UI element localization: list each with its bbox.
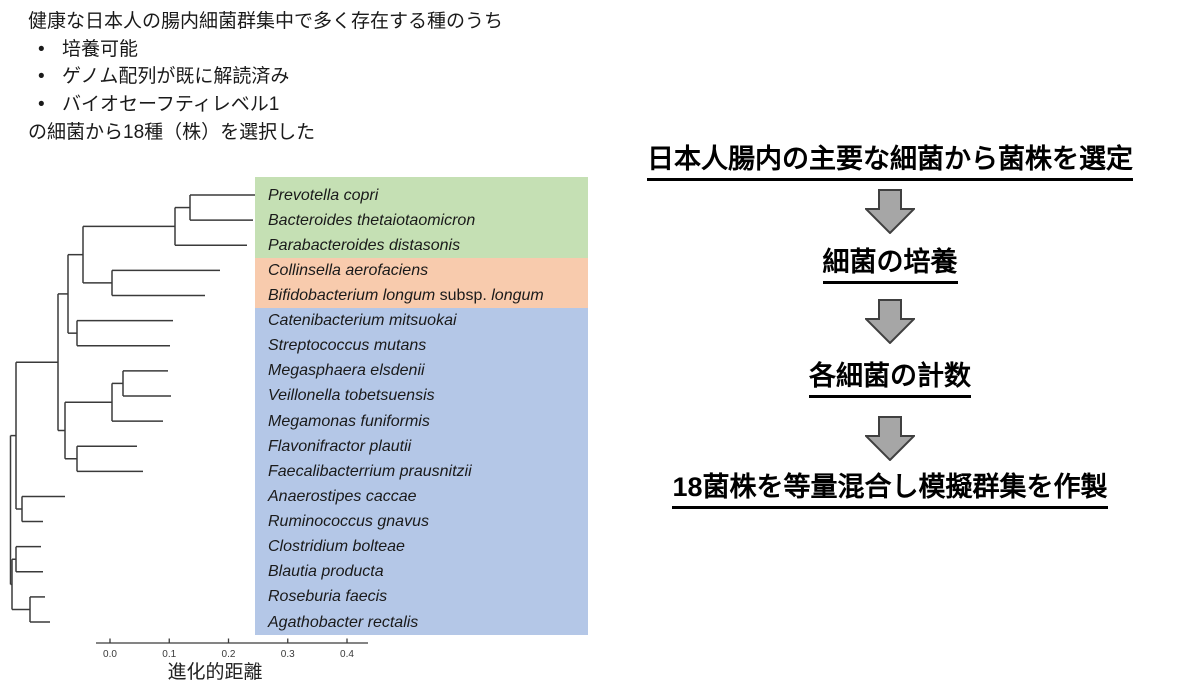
down-arrow-icon	[865, 416, 915, 461]
species-label: Parabacteroides distasonis	[268, 236, 461, 254]
species-label: Streptococcus mutans	[268, 337, 427, 355]
flow-step-4: 18菌株を等量混合し模擬群集を作製	[605, 465, 1175, 509]
species-label: Blautia producta	[268, 563, 384, 581]
bullet-text: 培養可能	[62, 38, 139, 60]
intro-bullet: • ゲノム配列が既に解読済み	[28, 63, 628, 91]
species-label: Catenibacterium mitsuokai	[268, 312, 457, 330]
workflow-flowchart: 日本人腸内の主要な細菌から菌株を選定細菌の培養各細菌の計数 18菌株を等量混合し模…	[605, 130, 1175, 690]
species-label: Megamonas funiformis	[268, 412, 430, 430]
intro-line-2: の細菌から18種（株）を選択した	[28, 121, 316, 143]
flow-step-2: 細菌の培養	[605, 240, 1175, 284]
flow-step-label: 18菌株を等量混合し模擬群集を作製	[672, 465, 1108, 509]
species-label: Flavonifractor plautii	[268, 437, 412, 455]
down-arrow-icon	[865, 299, 915, 344]
species-label: Veillonella tobetsuensis	[268, 387, 435, 405]
flow-step-label: 各細菌の計数	[809, 354, 971, 398]
species-label: Bacteroides thetaiotaomicron	[268, 211, 476, 229]
down-arrow-icon	[865, 189, 915, 234]
species-label: Roseburia faecis	[268, 588, 388, 606]
species-label: Megasphaera elsdenii	[268, 362, 425, 380]
intro-bullet: • 培養可能	[28, 36, 628, 64]
flow-step-3: 各細菌の計数	[605, 354, 1175, 398]
group-orange	[255, 257, 588, 309]
bullet-text: ゲノム配列が既に解読済み	[62, 66, 290, 88]
species-label: Anaerostipes caccae	[268, 487, 417, 505]
group-green	[255, 177, 588, 258]
group-blue	[255, 308, 588, 635]
species-label: Clostridium bolteae	[268, 538, 405, 556]
intro-line-1: 健康な日本人の腸内細菌群集中で多く存在する種のうち	[28, 11, 504, 32]
axis-tick-label: 0.4	[340, 649, 354, 660]
intro-bullet: • バイオセーフティレベル1	[28, 91, 628, 119]
intro-bullet-list: • 培養可能 • ゲノム配列が既に解読済み • バイオセーフティレベル1	[28, 36, 628, 119]
species-label: Agathobacter rectalis	[268, 613, 419, 631]
flow-step-1: 日本人腸内の主要な細菌から菌株を選定	[605, 137, 1175, 181]
species-label: Prevotella copri	[268, 186, 379, 204]
tree-branches	[9, 194, 255, 623]
species-label: Collinsella aerofaciens	[268, 261, 429, 279]
distance-axis-label: 進化的距離	[167, 662, 263, 683]
bullet-text: バイオセーフティレベル1	[62, 94, 280, 116]
intro-text: 健康な日本人の腸内細菌群集中で多く存在する種のうち • 培養可能 • ゲノム配列が既に…	[28, 8, 628, 147]
bullet-dot: •	[38, 38, 45, 60]
flow-step-label: 細菌の培養	[822, 240, 958, 284]
flow-step-label: 日本人腸内の主要な細菌から菌株を選定	[647, 137, 1133, 181]
bullet-dot: •	[38, 66, 45, 88]
axis-tick-label: 0.0	[103, 649, 117, 660]
species-label: Bifidobacterium longum subsp. longum	[268, 286, 544, 304]
species-label: Faecalibacterrium prausnitzii	[268, 462, 472, 480]
species-label: Ruminococcus gnavus	[268, 513, 429, 531]
bullet-dot: •	[38, 94, 45, 116]
